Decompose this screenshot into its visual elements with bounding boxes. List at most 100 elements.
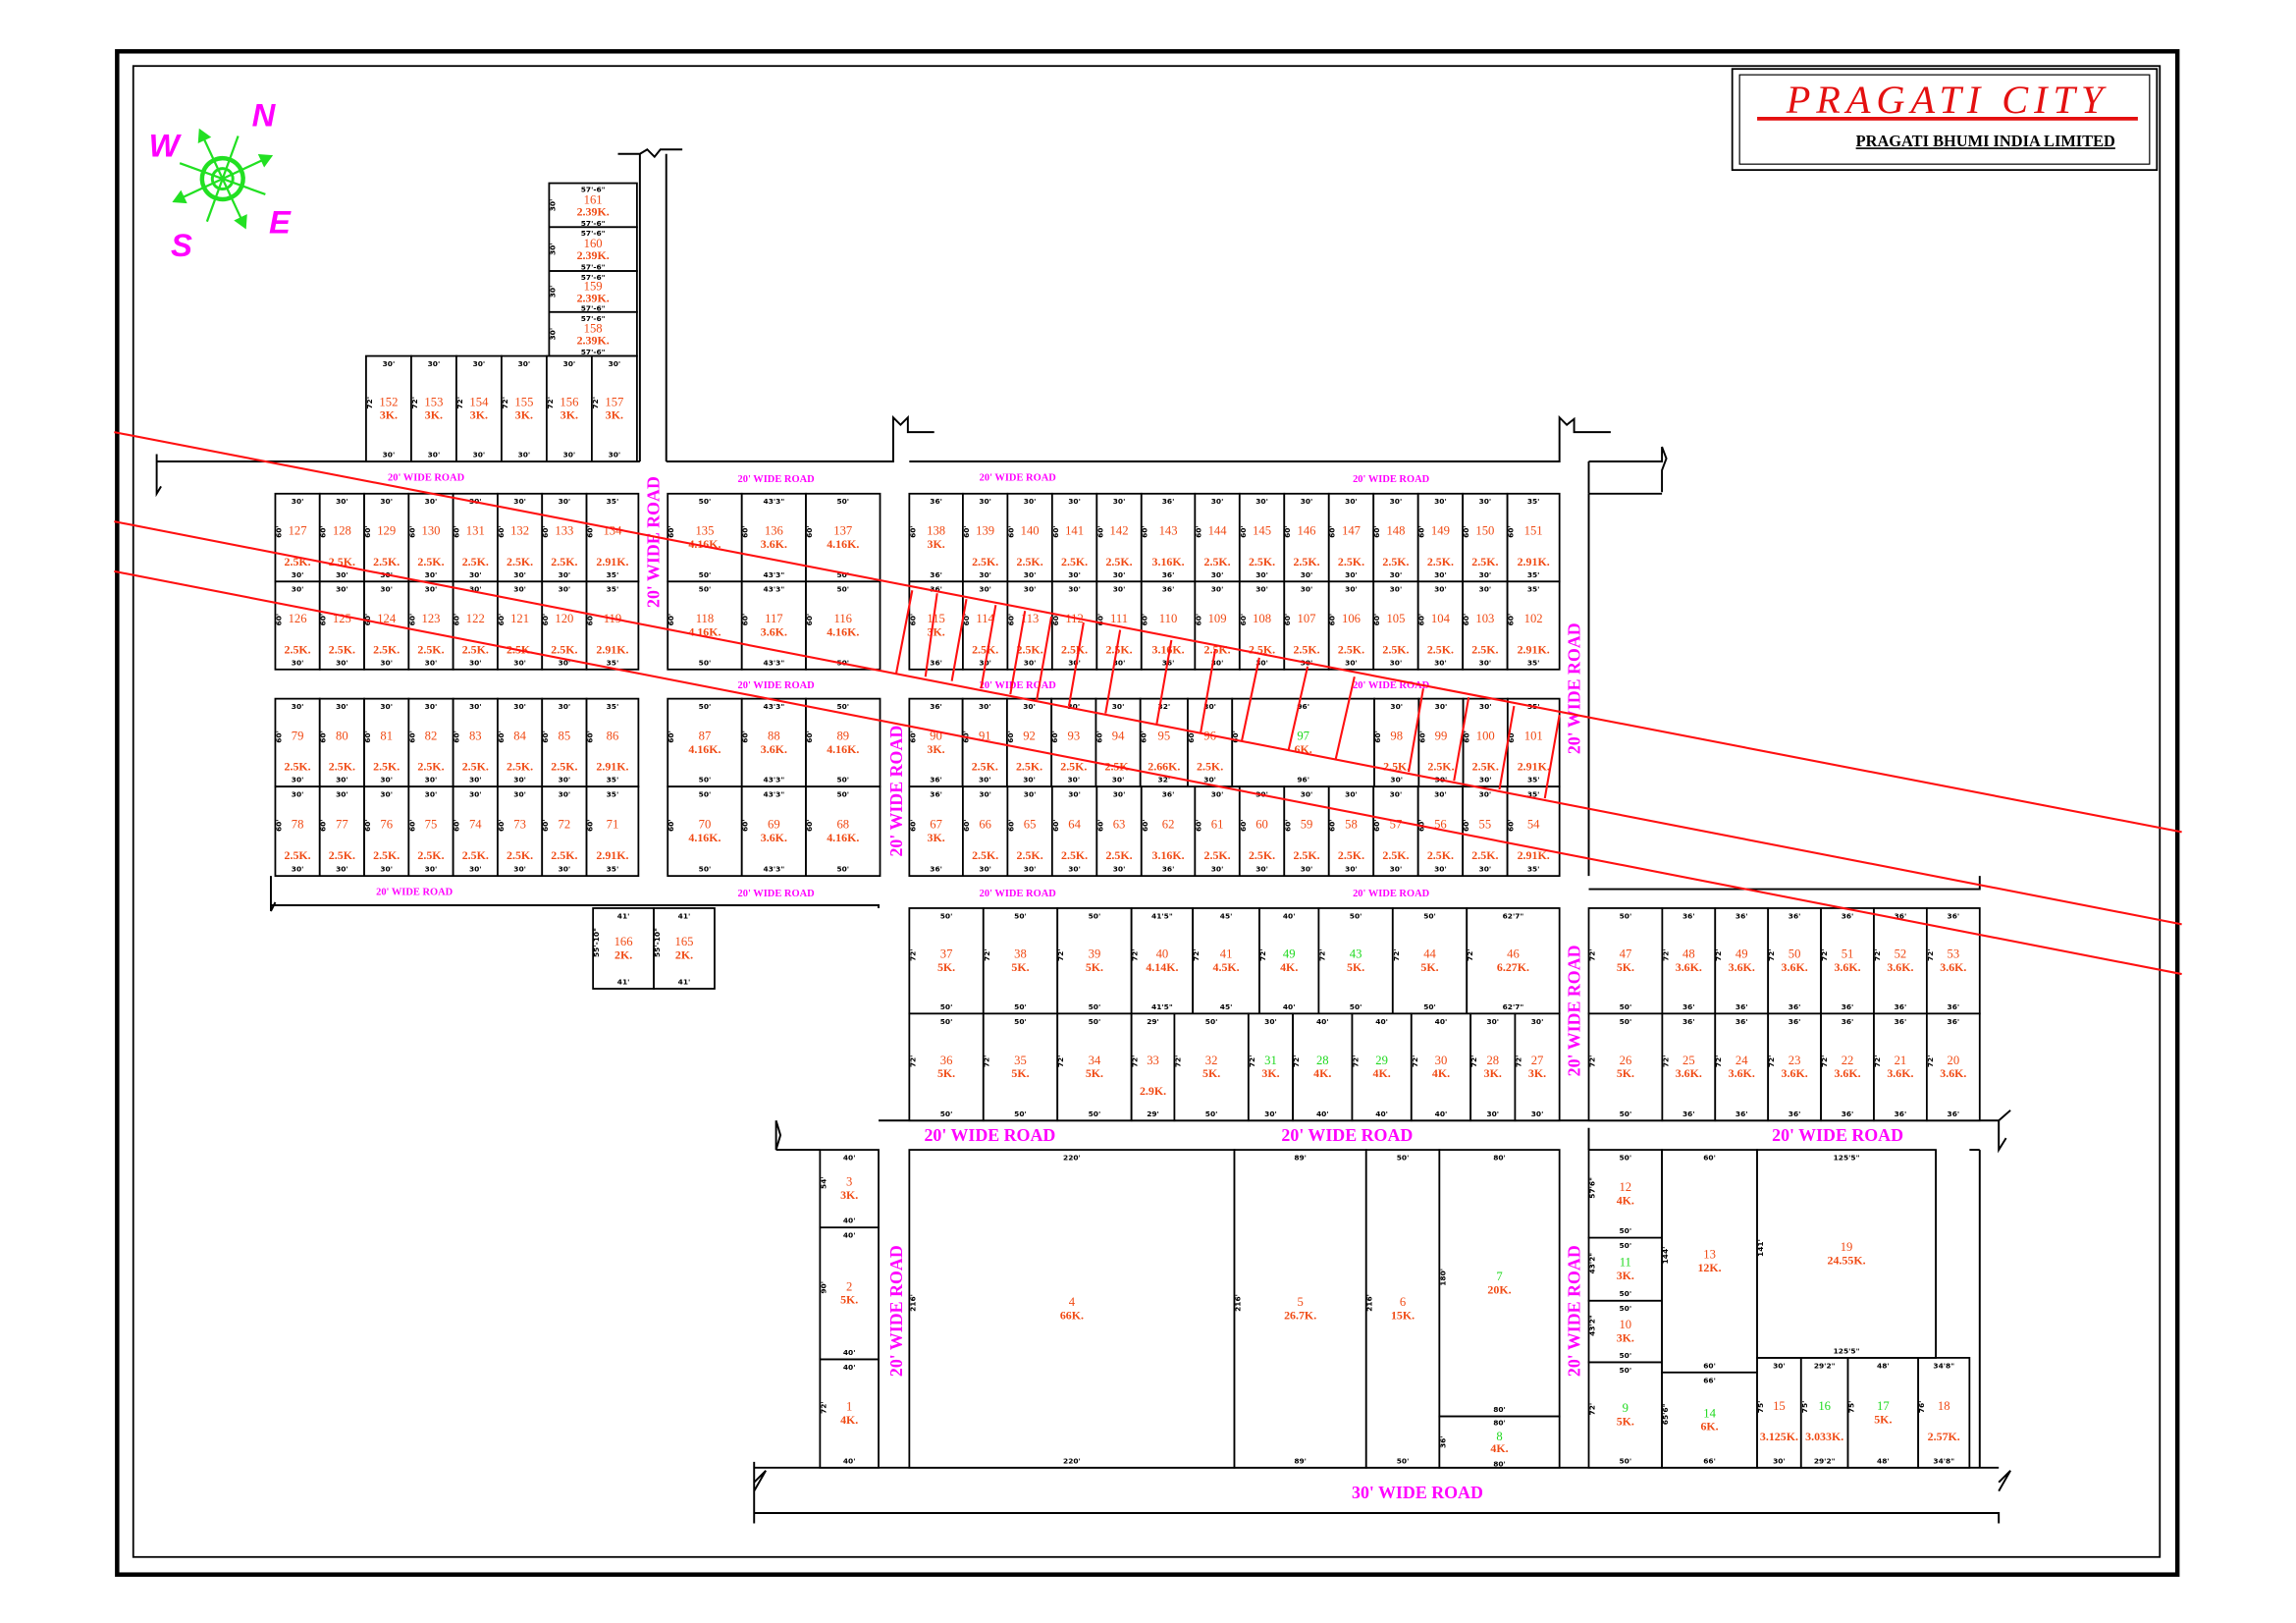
plot-boundary[interactable] (497, 785, 544, 878)
plot-78[interactable]: 782.5K.30'30'60' (274, 785, 321, 878)
plot-24[interactable]: 243.6K.36'36'72' (1714, 1012, 1770, 1122)
plot-boundary[interactable] (591, 354, 638, 462)
plot-boundary[interactable] (1462, 492, 1509, 583)
plot-9[interactable]: 95K.50'50'72' (1587, 1361, 1663, 1469)
plot-boundary[interactable] (667, 785, 743, 878)
plot-boundary[interactable] (363, 580, 410, 671)
plot-boundary[interactable] (1767, 1012, 1822, 1122)
plot-boundary[interactable] (805, 785, 881, 878)
plot-91[interactable]: 912.5K.30'30'60' (962, 697, 1008, 788)
plot-boundary[interactable] (452, 785, 499, 878)
plot-boundary[interactable] (1661, 1012, 1717, 1122)
plot-75[interactable]: 752.5K.30'30'60' (407, 785, 454, 878)
plot-56[interactable]: 562.5K.30'30'60' (1417, 785, 1465, 878)
plot-boundary[interactable] (1767, 907, 1822, 1015)
plot-63[interactable]: 632.5K.30'30'60' (1095, 785, 1143, 878)
plot-boundary[interactable] (962, 785, 1009, 878)
plot-boundary[interactable] (740, 492, 807, 583)
plot-boundary[interactable] (274, 697, 321, 788)
plot-boundary[interactable] (1130, 1012, 1176, 1122)
plot-boundary[interactable] (908, 907, 985, 1015)
plot-boundary[interactable] (1050, 785, 1098, 878)
plot-boundary[interactable] (1364, 1149, 1441, 1469)
plot-boundary[interactable] (1587, 1012, 1664, 1122)
plot-boundary[interactable] (819, 1358, 880, 1469)
plot-16[interactable]: 163.033K.29'2"29'2"75' (1799, 1357, 1849, 1469)
plot-71[interactable]: 712.91K.35'35'60' (585, 785, 640, 878)
plot-77[interactable]: 772.5K.30'30'60' (318, 785, 365, 878)
plot-18[interactable]: 182.57K.34'8"34'8"76' (1917, 1357, 1971, 1469)
plot-52[interactable]: 523.6K.36'36'72' (1873, 907, 1928, 1015)
plot-2[interactable]: 25K.40'40'90' (819, 1226, 880, 1361)
plot-46[interactable]: 466.27K.62'7"62'7"72' (1466, 907, 1561, 1015)
plot-boundary[interactable] (1258, 907, 1320, 1015)
plot-62[interactable]: 623.16K.36'36'60' (1141, 785, 1197, 878)
plot-boundary[interactable] (1469, 1012, 1517, 1122)
plot-boundary[interactable] (908, 785, 964, 878)
plot-boundary[interactable] (1327, 785, 1375, 878)
plot-boundary[interactable] (1247, 1012, 1294, 1122)
plot-93[interactable]: 932.5K.30'30'60' (1050, 697, 1097, 788)
plot-73[interactable]: 732.5K.30'30'60' (497, 785, 544, 878)
plot-boundary[interactable] (585, 785, 640, 878)
plot-49[interactable]: 493.6K.36'36'72' (1714, 907, 1770, 1015)
plot-boundary[interactable] (1056, 907, 1133, 1015)
plot-66[interactable]: 662.5K.30'30'60' (962, 785, 1009, 878)
plot-85[interactable]: 852.5K.30'30'60' (541, 697, 588, 788)
plot-99[interactable]: 992.5K.30'30'60' (1417, 697, 1465, 788)
plot-boundary[interactable] (653, 907, 716, 990)
plot-86[interactable]: 862.91K.35'35'60' (586, 697, 640, 788)
plot-92[interactable]: 922.5K.30'30'60' (1006, 697, 1053, 788)
plot-64[interactable]: 642.5K.30'30'60' (1050, 785, 1098, 878)
plot-boundary[interactable] (1292, 1012, 1354, 1122)
plot-boundary[interactable] (585, 580, 640, 671)
plot-boundary[interactable] (1438, 1415, 1561, 1469)
plot-boundary[interactable] (1587, 1236, 1663, 1302)
plot-boundary[interactable] (1925, 1012, 1981, 1122)
plot-boundary[interactable] (1050, 492, 1098, 583)
plot-48[interactable]: 483.6K.36'36'72' (1661, 907, 1717, 1015)
plot-boundary[interactable] (667, 492, 743, 583)
plot-boundary[interactable] (1173, 1012, 1250, 1122)
plot-boundary[interactable] (1799, 1357, 1849, 1469)
plot-boundary[interactable] (1351, 1012, 1413, 1122)
plot-25[interactable]: 253.6K.36'36'72' (1661, 1012, 1717, 1122)
plot-60[interactable]: 602.5K.30'30'60' (1239, 785, 1286, 878)
plot-boundary[interactable] (1506, 580, 1561, 671)
plot-boundary[interactable] (1714, 1012, 1770, 1122)
plot-61[interactable]: 612.5K.30'30'60' (1194, 785, 1241, 878)
plot-boundary[interactable] (1462, 697, 1509, 788)
plot-boundary[interactable] (318, 785, 365, 878)
